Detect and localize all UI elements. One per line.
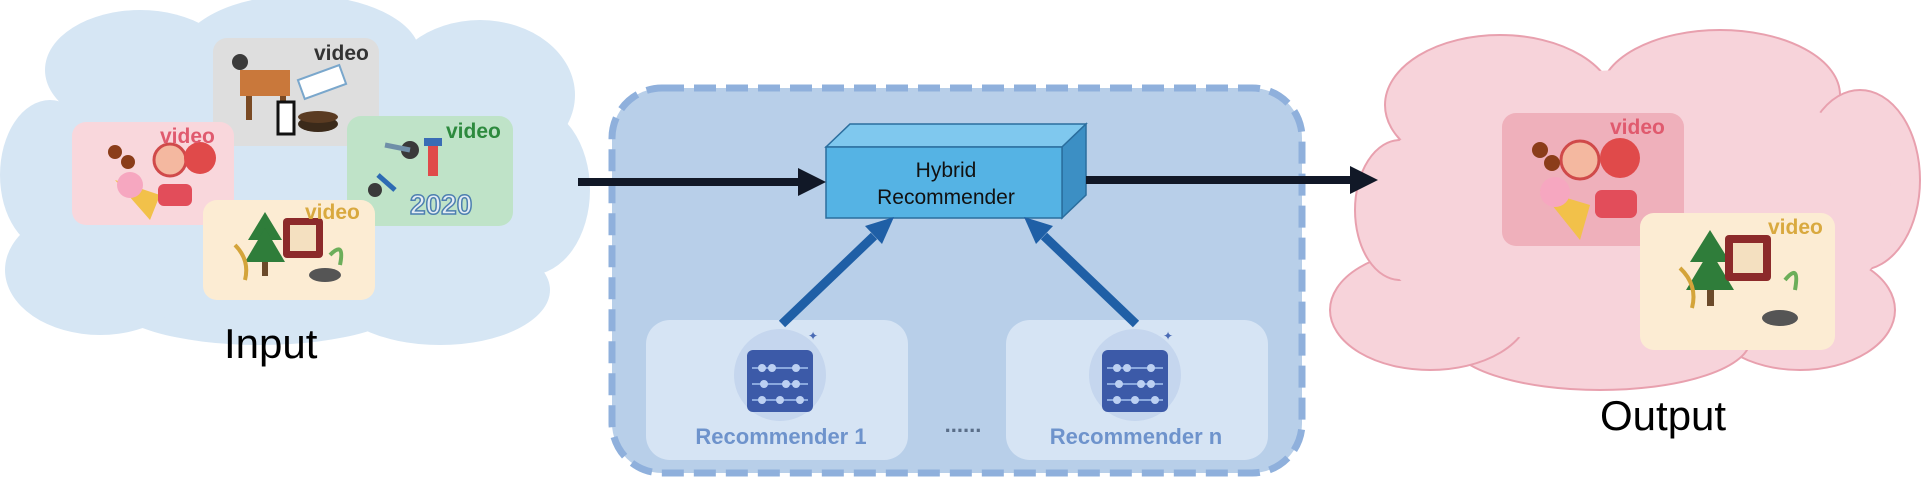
svg-text:✦: ✦ <box>1163 329 1173 343</box>
output-label: Output <box>1600 392 1726 439</box>
input-thumb-robot: 2020 video <box>347 116 513 226</box>
output-thumb-nature: video <box>1640 213 1835 350</box>
arrow-hybrid-to-output <box>1086 166 1378 194</box>
abacus-icon: ✦ <box>734 329 826 421</box>
video-tag-food: video <box>160 125 215 148</box>
hybrid-label-line2: Recommender <box>877 186 1015 209</box>
arrow-recommender-n-to-hybrid <box>1024 217 1140 328</box>
arrow-input-to-hybrid <box>578 168 826 196</box>
input-thumb-office: video <box>213 38 379 146</box>
video-tag-office: video <box>314 42 369 65</box>
video-tag-robot: video <box>446 120 501 143</box>
input-thumb-nature: video <box>203 200 375 300</box>
hybrid-recommender-box <box>824 122 1088 220</box>
recommender-n-label: Recommender n <box>1050 424 1222 449</box>
arrow-recommender-1-to-hybrid <box>778 217 894 328</box>
input-label: Input <box>224 320 318 367</box>
hybrid-label-line1: Hybrid <box>916 159 977 182</box>
abacus-icon: ✦ <box>1089 329 1181 421</box>
robot-year: 2020 <box>410 189 472 220</box>
video-tag-nature: video <box>305 201 360 224</box>
ellipsis: ...... <box>945 412 982 437</box>
recommender-1-label: Recommender 1 <box>695 424 866 449</box>
video-tag-output-food: video <box>1610 116 1665 139</box>
svg-text:✦: ✦ <box>808 329 818 343</box>
video-tag-output-nature: video <box>1768 216 1823 239</box>
output-thumb-food: video <box>1502 113 1684 246</box>
input-thumb-food: video <box>72 122 234 225</box>
